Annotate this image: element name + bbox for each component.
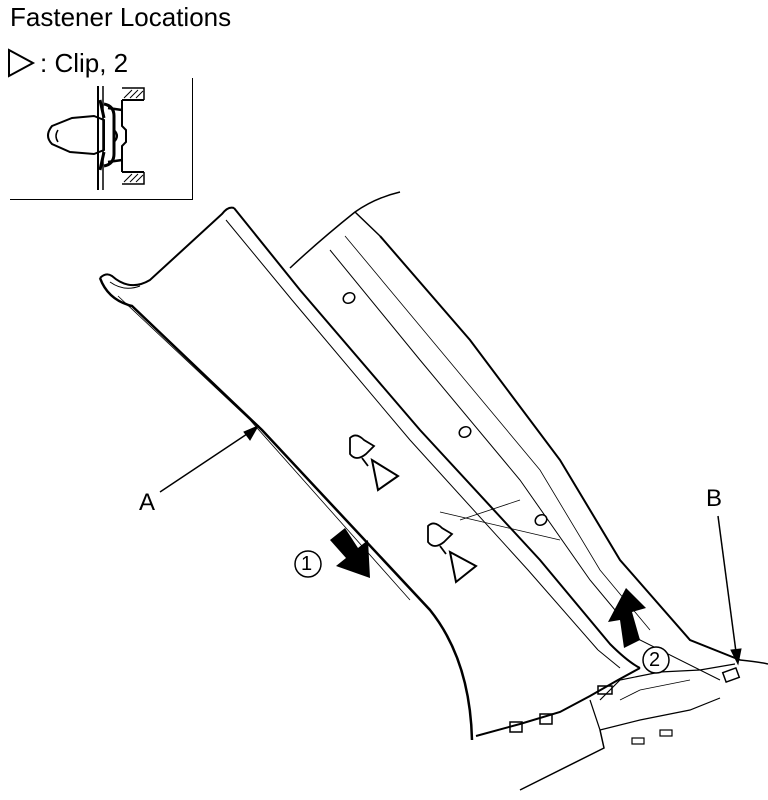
label-part-b: B — [706, 485, 723, 512]
clip-legend: : Clip, 2 — [6, 46, 128, 80]
pillar-trim-a — [98, 206, 641, 741]
clip-marker-upper — [349, 434, 400, 492]
label-step-2: 2 — [649, 649, 661, 671]
leader-line-b — [717, 515, 742, 666]
direction-arrow-1 — [330, 528, 370, 578]
clip-marker-lower — [427, 522, 478, 584]
clip-detail-inset — [10, 78, 193, 200]
step-1-circle — [294, 550, 322, 578]
diagram-title: Fastener Locations — [10, 2, 232, 32]
hollow-triangle-icon — [370, 457, 400, 492]
hollow-triangle-icon — [448, 550, 478, 584]
clip-cross-section-illustration — [47, 86, 145, 190]
leader-line-a — [159, 424, 260, 493]
label-step-1: 1 — [301, 553, 313, 575]
step-2-circle — [642, 646, 670, 674]
hollow-triangle-icon — [8, 48, 36, 78]
label-part-a: A — [139, 489, 156, 516]
clip-legend-text: : Clip, 2 — [40, 47, 129, 78]
direction-arrow-2 — [608, 588, 646, 648]
body-pillar — [289, 191, 768, 791]
